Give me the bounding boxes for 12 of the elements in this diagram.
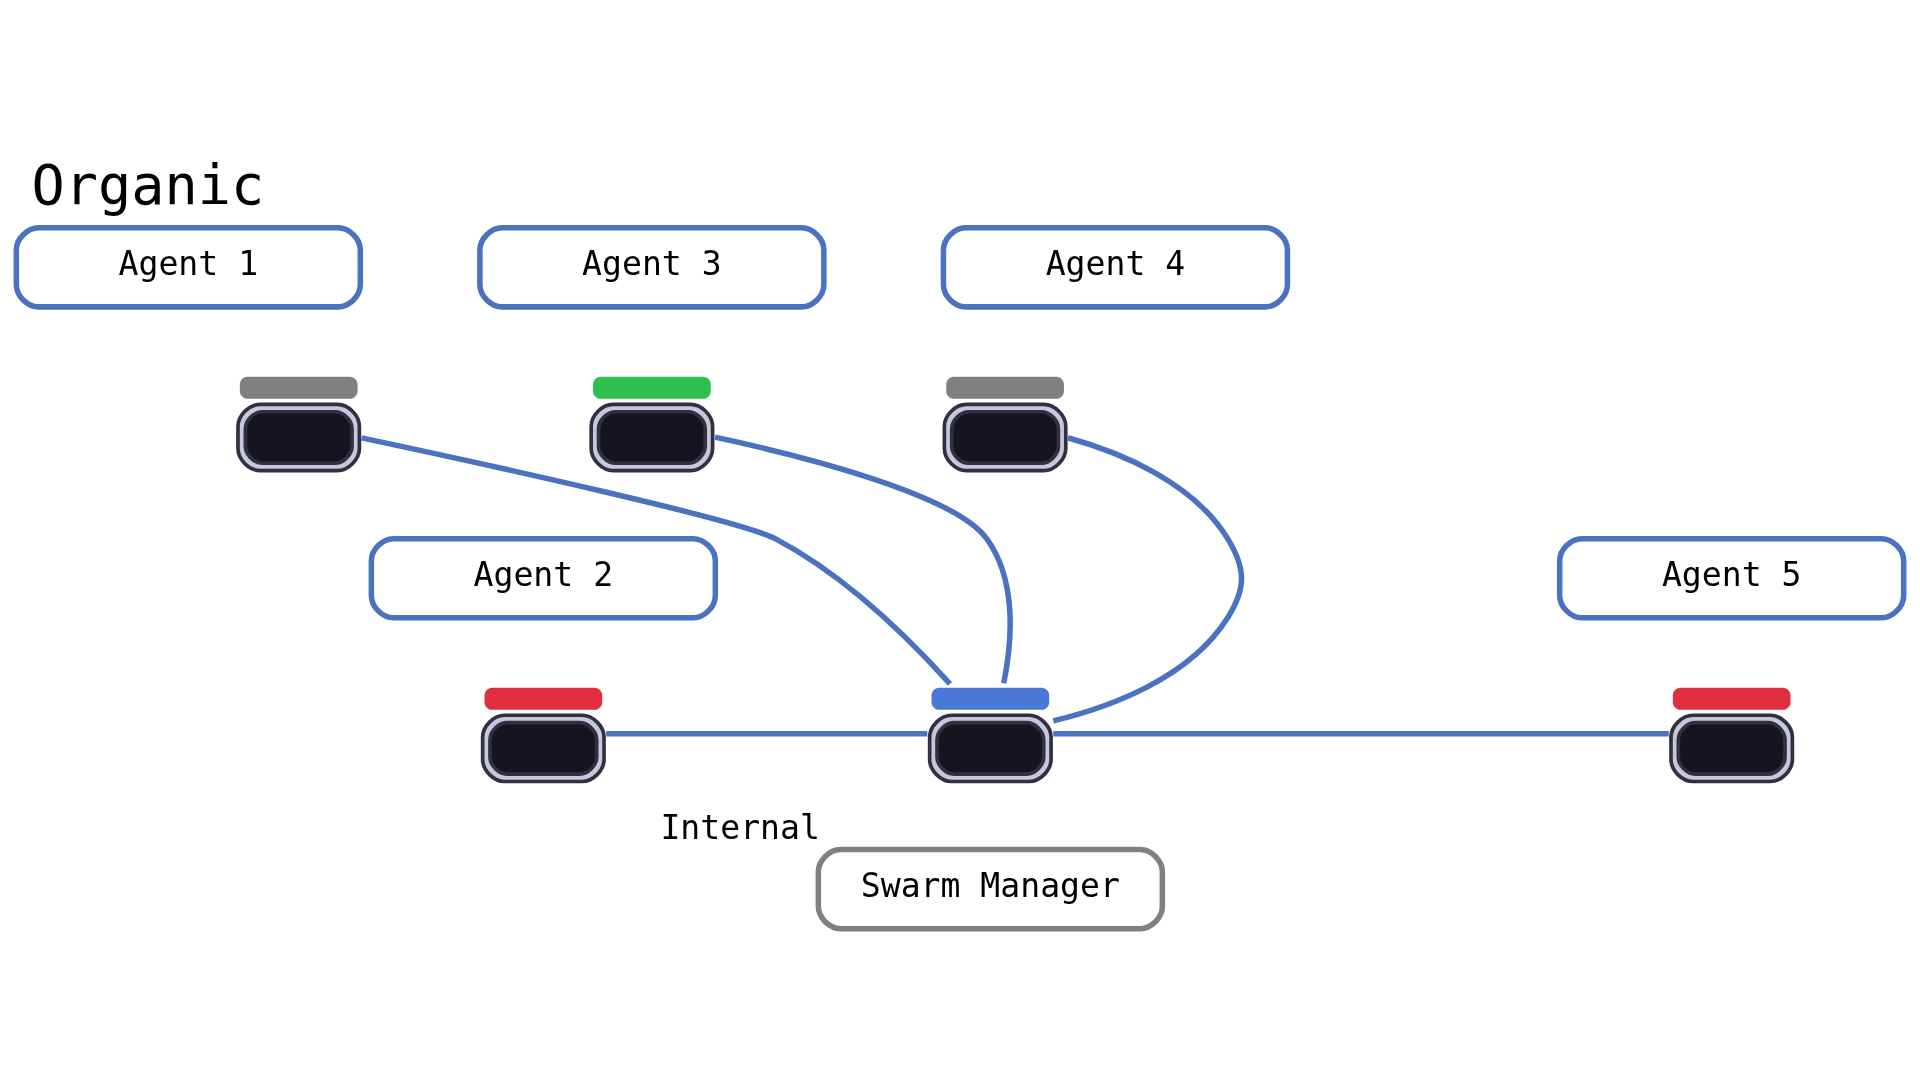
- node-box: Agent 3: [477, 224, 827, 310]
- node-box: Agent 1: [13, 224, 364, 310]
- node-box: Agent 4: [940, 224, 1291, 310]
- connector: [1052, 434, 1245, 723]
- node-box: Swarm Manager: [815, 846, 1166, 931]
- diagram-title: Organic: [31, 152, 265, 217]
- node-box: Agent 5: [1556, 535, 1907, 620]
- node-box: Agent 2: [368, 535, 719, 620]
- connector: [606, 730, 928, 736]
- connector: [361, 434, 953, 686]
- connector: [1053, 730, 1669, 736]
- node-label: Internal: [660, 807, 820, 847]
